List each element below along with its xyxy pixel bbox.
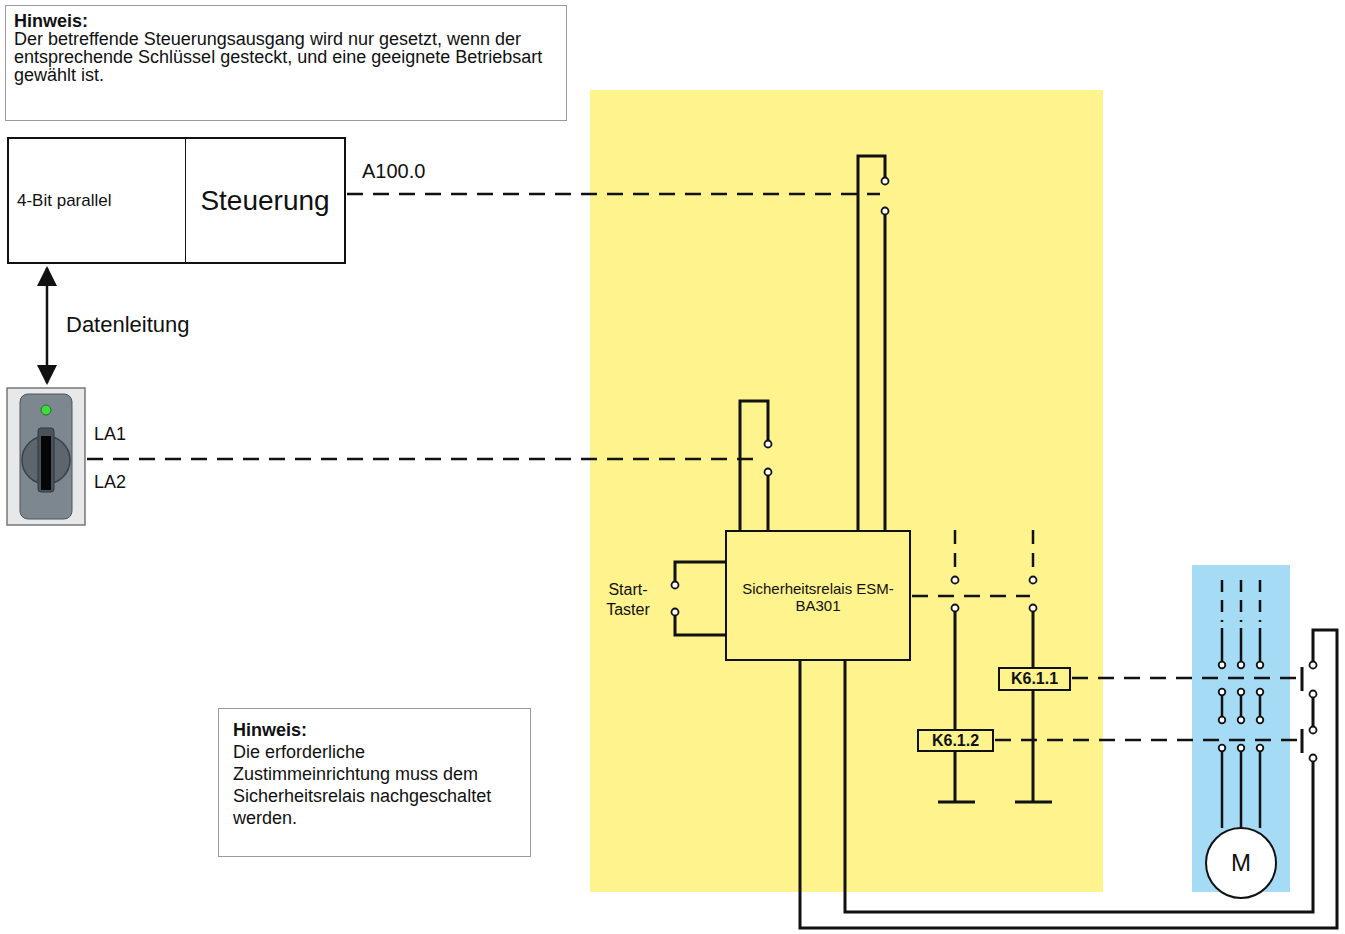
coil-wire <box>938 611 975 802</box>
actuation-dash <box>995 739 1298 742</box>
contact <box>672 609 679 616</box>
phase-wire <box>1240 628 1243 828</box>
coil-wire <box>1015 611 1052 802</box>
phase-wire <box>1221 628 1224 828</box>
note-box: Hinweis:Die erforderliche Zustimmeinrich… <box>218 708 531 857</box>
relay-loop <box>740 401 768 530</box>
motor-circle: M <box>1205 827 1277 899</box>
contact <box>952 605 959 612</box>
node-text: K6.1.2 <box>923 731 988 750</box>
contact <box>1257 689 1264 696</box>
contact <box>1310 662 1317 669</box>
node-text: K6.1.1 <box>1004 669 1065 689</box>
phase-wire <box>1259 628 1262 828</box>
contact <box>1219 689 1226 696</box>
contact <box>1257 745 1264 752</box>
contact <box>765 469 772 476</box>
button-label: Start- Taster <box>598 580 658 620</box>
contact <box>1219 717 1226 724</box>
contact <box>1238 717 1245 724</box>
contact <box>1310 755 1317 762</box>
contact <box>1030 605 1037 612</box>
supply-dash <box>1032 530 1035 574</box>
node-text: Der betreffende Steuerungsausgang wird n… <box>14 30 558 84</box>
line-label: Datenleitung <box>66 312 190 338</box>
note-heading: Hinweis: <box>233 719 516 741</box>
contact <box>1257 717 1264 724</box>
phase-dash <box>1259 580 1262 622</box>
node-text: 4-Bit parallel <box>17 191 112 211</box>
key-switch <box>7 388 85 525</box>
contact <box>1030 577 1037 584</box>
contact <box>1238 662 1245 669</box>
contact <box>1219 745 1226 752</box>
block-box: Steuerung <box>185 137 346 264</box>
supply-dash <box>954 530 957 574</box>
contact <box>882 178 889 185</box>
actuation-dash <box>1072 677 1298 680</box>
output-dash <box>912 595 1030 598</box>
feedback-wire <box>800 630 1337 928</box>
phase-dash <box>1240 580 1243 622</box>
contact <box>1310 691 1317 698</box>
signal-name: LA2 <box>94 472 126 493</box>
start-loop <box>675 562 725 635</box>
block-box: 4-Bit parallel <box>7 137 186 264</box>
contact <box>1219 662 1226 669</box>
contact <box>1238 745 1245 752</box>
node-text: Sicherheitsrelais ESM-BA301 <box>735 580 901 614</box>
relay-coil: K6.1.1 <box>998 667 1071 691</box>
contact <box>882 208 889 215</box>
node-text: Die erforderliche Zustimmeinrichtung mus… <box>233 741 516 829</box>
contact <box>765 441 772 448</box>
contact <box>1238 689 1245 696</box>
signal-name: LA1 <box>94 424 126 445</box>
note-box: Hinweis:Der betreffende Steuerungsausgan… <box>5 5 567 121</box>
control-dash <box>347 193 880 196</box>
contact <box>1310 727 1317 734</box>
contact <box>1257 662 1264 669</box>
relay-coil: K6.1.2 <box>917 729 994 752</box>
node-text: M <box>1231 849 1251 877</box>
key-dash <box>87 458 763 461</box>
signal-name: A100.0 <box>362 160 425 183</box>
block-box: Sicherheitsrelais ESM-BA301 <box>725 530 911 661</box>
node-text: Steuerung <box>200 185 329 217</box>
phase-dash <box>1221 580 1224 622</box>
feedback-blade <box>1301 667 1304 753</box>
data-line <box>46 268 49 383</box>
contact <box>952 577 959 584</box>
contact <box>672 582 679 589</box>
note-heading: Hinweis: <box>14 12 558 30</box>
